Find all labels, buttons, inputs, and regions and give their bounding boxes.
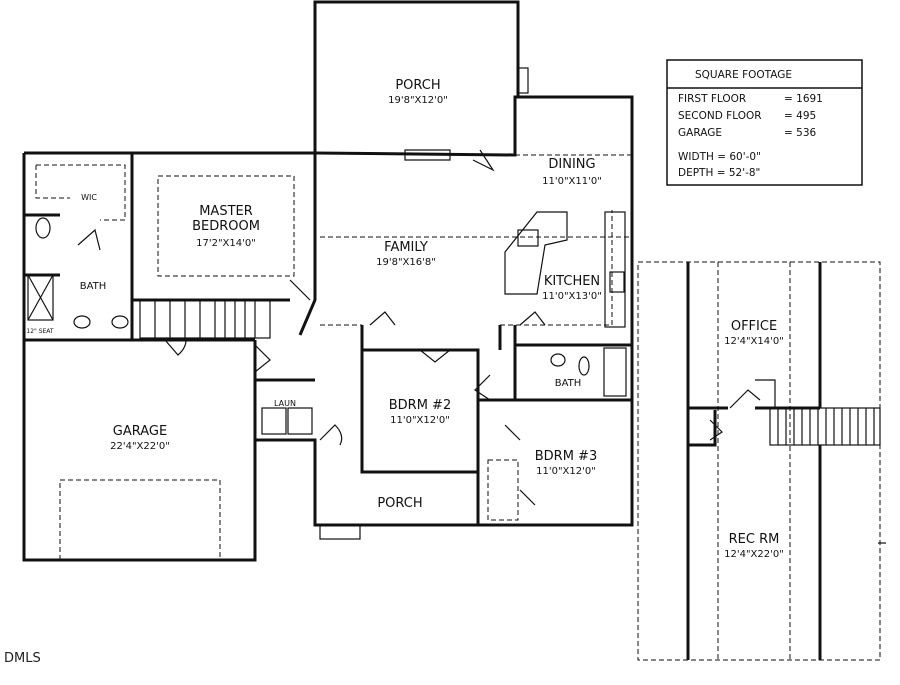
rear-porch-label: PORCH: [395, 78, 440, 93]
sqft-first-floor-value: = 1691: [784, 93, 823, 105]
bdrm3-label: BDRM #3: [535, 449, 597, 464]
kitchen-size: 11'0"X13'0": [542, 291, 602, 302]
second-floor: [637, 261, 886, 661]
doors: [77, 228, 546, 506]
square-footage-table: SQUARE FOOTAGE FIRST FLOOR = 1691 SECOND…: [666, 59, 863, 186]
rear-porch: [313, 0, 529, 155]
master-label-2: BEDROOM: [192, 219, 260, 234]
sqft-first-floor-label: FIRST FLOOR: [678, 93, 746, 105]
master-size: 17'2"X14'0": [196, 238, 256, 249]
sqft-depth: DEPTH = 52'-8": [678, 167, 760, 179]
garage-size: 22'4"X22'0": [110, 441, 170, 452]
sqft-title: SQUARE FOOTAGE: [695, 69, 792, 81]
master-label-1: MASTER: [199, 204, 253, 219]
office-label: OFFICE: [731, 319, 777, 334]
laundry-label: LAUN: [274, 399, 296, 408]
kitchen-island: [504, 211, 626, 328]
wic-label: WIC: [81, 193, 97, 202]
bdrm2-label: BDRM #2: [389, 398, 451, 413]
garage-label: GARAGE: [113, 424, 167, 439]
bdrm2-size: 11'0"X12'0": [390, 415, 450, 426]
sqft-second-floor-value: = 495: [784, 110, 816, 122]
sqft-garage-value: = 536: [784, 127, 816, 139]
fixtures: [27, 217, 627, 435]
sqft-second-floor-label: SECOND FLOOR: [678, 110, 762, 122]
watermark: DMLS: [4, 651, 41, 666]
exterior-walls: [22, 95, 634, 562]
master-bath-label: BATH: [80, 281, 107, 292]
stairs: [139, 299, 271, 339]
bdrm3-size: 11'0"X12'0": [536, 466, 596, 477]
rear-porch-size: 19'8"X12'0": [388, 95, 448, 106]
bath2-label: BATH: [555, 378, 582, 389]
room-labels: PORCH 19'8"X12'0" DINING 11'0"X11'0" MAS…: [26, 78, 783, 560]
interior-walls: [24, 149, 632, 474]
ceiling-lines: [35, 154, 632, 561]
dining-label: DINING: [548, 157, 595, 172]
rec-room-size: 12'4"X22'0": [724, 549, 784, 560]
sqft-width: WIDTH = 60'-0": [678, 151, 761, 163]
office-size: 12'4"X14'0": [724, 336, 784, 347]
family-label: FAMILY: [384, 240, 428, 255]
kitchen-label: KITCHEN: [544, 274, 600, 289]
front-porch-label: PORCH: [377, 496, 422, 511]
rec-room-label: REC RM: [729, 532, 780, 547]
sqft-garage-label: GARAGE: [678, 127, 722, 139]
dining-size: 11'0"X11'0": [542, 176, 602, 187]
seat-label: 12" SEAT: [26, 328, 54, 335]
family-size: 19'8"X16'8": [376, 257, 436, 268]
